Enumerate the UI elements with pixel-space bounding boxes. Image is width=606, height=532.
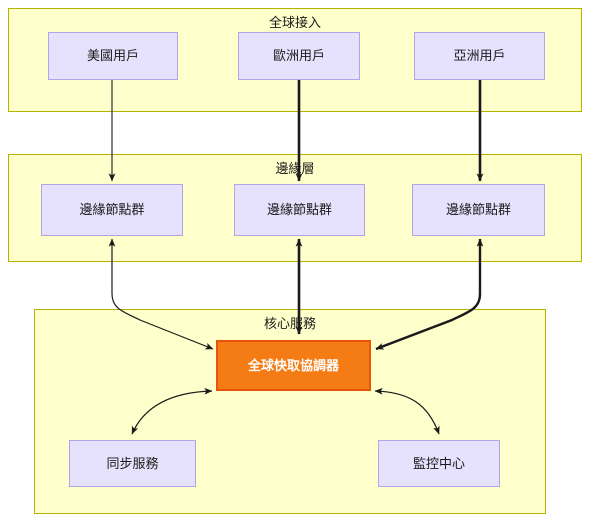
node-monitoring-center-label: 監控中心 bbox=[412, 455, 465, 471]
node-eu-users[interactable]: 歐洲用戶 bbox=[238, 32, 360, 80]
node-global-cache-coordinator-label: 全球快取協調器 bbox=[247, 357, 339, 373]
node-edge-cluster-3-label: 邊緣節點群 bbox=[445, 202, 511, 217]
group-edge-title: 邊緣層 bbox=[275, 161, 315, 176]
node-edge-cluster-1[interactable]: 邊緣節點群 bbox=[41, 184, 183, 236]
node-edge-cluster-2-label: 邊緣節點群 bbox=[266, 202, 332, 217]
node-asia-users[interactable]: 亞洲用戶 bbox=[414, 32, 545, 80]
node-asia-users-label: 亞洲用戶 bbox=[453, 48, 506, 63]
node-monitoring-center[interactable]: 監控中心 bbox=[378, 440, 500, 487]
node-edge-cluster-3[interactable]: 邊緣節點群 bbox=[412, 184, 545, 236]
node-edge-cluster-1-label: 邊緣節點群 bbox=[79, 202, 145, 217]
node-edge-cluster-2[interactable]: 邊緣節點群 bbox=[234, 184, 365, 236]
node-global-cache-coordinator[interactable]: 全球快取協調器 bbox=[216, 340, 371, 391]
node-eu-users-label: 歐洲用戶 bbox=[272, 48, 325, 63]
node-us-users[interactable]: 美國用戶 bbox=[48, 32, 178, 80]
edge-edge1-to-coordinator bbox=[108, 238, 214, 350]
node-us-users-label: 美國用戶 bbox=[86, 48, 139, 63]
node-sync-service-label: 同步服務 bbox=[106, 455, 159, 471]
group-access-title: 全球接入 bbox=[268, 15, 321, 30]
node-sync-service[interactable]: 同步服務 bbox=[69, 440, 196, 487]
group-core-title: 核心服務 bbox=[263, 316, 316, 331]
edge-coordinator-to-monitor bbox=[374, 387, 440, 435]
edge-edge3-to-coordinator bbox=[375, 238, 484, 351]
edge-coordinator-to-sync bbox=[131, 387, 213, 435]
